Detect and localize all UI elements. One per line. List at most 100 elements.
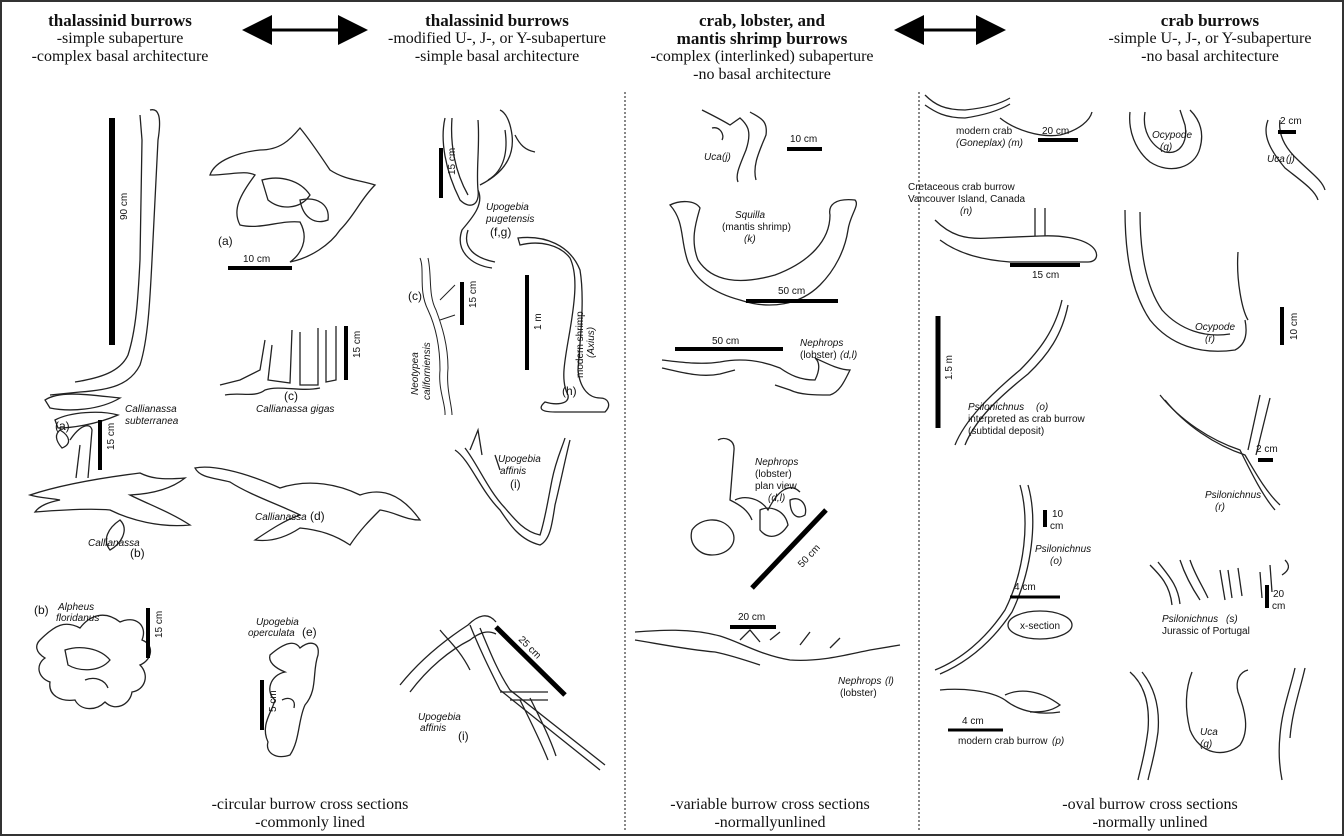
label-5cm: 5 cm [268, 690, 279, 712]
label-xsection: x-section [1020, 621, 1060, 632]
label-lobster-2: (lobster) [755, 469, 792, 480]
label-callianassa-subterranea-2: subterranea [125, 416, 179, 427]
label-upogebia-pug-2: pugetensis [485, 214, 534, 225]
label-a1: (a) [55, 419, 70, 433]
label-20cm-neph: 20 cm [738, 612, 765, 623]
label-dl: (d,l) [840, 350, 857, 361]
nephrops-dl-burrow [662, 358, 850, 395]
nephrops-l-burrow [635, 630, 900, 665]
label-e: (e) [302, 625, 317, 639]
label-ocypode-r: Ocypode [1195, 322, 1235, 333]
label-alpheus-2: floridanus [56, 613, 99, 624]
label-15cm-cret: 15 cm [1032, 270, 1059, 281]
label-1m: 1 m [533, 313, 544, 330]
label-neotypea-2: californiensis [422, 342, 433, 400]
label-cm: cm [1050, 521, 1063, 532]
label-psilo-s: Psilonichnus [1162, 614, 1218, 625]
label-50cm-sq: 50 cm [778, 286, 805, 297]
label-b2: (b) [34, 603, 49, 617]
label-plan-view: plan view [755, 481, 797, 492]
label-psilo-o2: Psilonichnus [1035, 544, 1091, 555]
label-10cm-a: 10 cm [243, 254, 270, 265]
label-lobster-dl: (lobster) [800, 350, 837, 361]
label-15cm-ug: 15 cm [447, 148, 458, 175]
label-10: 10 [1052, 509, 1064, 520]
label-2cm-b: 2 cm [1256, 444, 1278, 455]
label-4cm: 4 cm [1014, 582, 1036, 593]
label-j: (j) [722, 152, 731, 163]
label-15cm-neo: 15 cm [468, 281, 479, 308]
label-m: (m) [1008, 138, 1023, 149]
label-axius: (Axius) [586, 327, 597, 358]
label-n: (n) [960, 206, 972, 217]
label-ocypode-q: Ocypode [1152, 130, 1192, 141]
nephrops-plan-view-burrow [691, 438, 805, 555]
label-uca-j: Uca [704, 152, 722, 163]
label-nephrops-3: Nephrops [838, 676, 881, 687]
label-r: (r) [1205, 334, 1215, 345]
label-c: (c) [284, 389, 298, 403]
label-d: (d) [310, 509, 325, 523]
label-upogebia-op-1: Upogebia [256, 617, 299, 628]
label-modern-crab-burrow: modern crab burrow [958, 736, 1048, 747]
upogebia-affinis-lower-burrow [400, 616, 605, 770]
callianassa-d-burrow [195, 467, 420, 545]
callianassa-a-burrow [210, 128, 375, 262]
label-upogebia-aff-2: affinis [500, 466, 526, 477]
modern-crab-burrow-p [940, 689, 1060, 713]
label-upogebia-aff2-2: affinis [420, 723, 446, 734]
label-interp-2: (subtidal deposit) [968, 426, 1044, 437]
label-goneplax: (Goneplax) [956, 138, 1005, 149]
label-squilla: Squilla [735, 210, 765, 221]
label-50cm-diag: 50 cm [796, 543, 823, 570]
alpheus-burrow [37, 615, 151, 708]
label-callianassa-d: Callianassa [255, 512, 307, 523]
label-uca-q: Uca [1200, 727, 1218, 738]
label-nephrops-1: Nephrops [800, 338, 843, 349]
label-a2: (a) [218, 234, 233, 248]
label-lobster-3: (lobster) [840, 688, 877, 699]
label-upogebia-aff2-1: Upogebia [418, 712, 461, 723]
label-2cm: 2 cm [1280, 116, 1302, 127]
label-15cm-alph: 15 cm [154, 611, 165, 638]
label-dl2: (d,l) [768, 493, 785, 504]
label-k: (k) [744, 234, 756, 245]
label-neotypea-1: Neotypea [410, 352, 421, 395]
label-l: (l) [885, 676, 894, 687]
label-15cm-b: 15 cm [106, 423, 117, 450]
label-i2: (i) [458, 729, 469, 743]
label-20cm-crab: 20 cm [1042, 126, 1069, 137]
label-b: (b) [130, 546, 145, 560]
label-alpheus-1: Alpheus [57, 602, 94, 613]
label-o: (o) [1036, 402, 1048, 413]
label-c2: (c) [408, 289, 422, 303]
label-r2: (r) [1215, 502, 1225, 513]
label-j2: (j) [1286, 154, 1295, 165]
label-i: (i) [510, 477, 521, 491]
label-psilo-r: Psilonichnus [1205, 490, 1261, 501]
uca-q-burrows [1130, 668, 1305, 780]
label-o2: (o) [1050, 556, 1062, 567]
label-p: (p) [1052, 736, 1064, 747]
label-q2: (q) [1200, 739, 1212, 750]
label-90cm: 90 cm [119, 193, 130, 220]
label-10cm-uca: 10 cm [790, 134, 817, 145]
label-modern-crab: modern crab [956, 126, 1013, 137]
label-50cm-neph: 50 cm [712, 336, 739, 347]
label-4cm-b: 4 cm [962, 716, 984, 727]
psilonichnus-o2-burrow [935, 485, 1033, 674]
label-upogebia-aff-1: Upogebia [498, 454, 541, 465]
label-20: 20 [1273, 589, 1285, 600]
label-interp-1: interpreted as crab burrow [968, 414, 1086, 425]
label-jurassic: Jurassic of Portugal [1162, 626, 1250, 637]
callianassa-subterranea-burrow [45, 110, 160, 448]
uca-j-burrow [702, 110, 766, 182]
label-upogebia-op-2: operculata [248, 628, 295, 639]
label-h: (h) [562, 384, 577, 398]
label-psilo-1: Psilonichnus [968, 402, 1024, 413]
label-s: (s) [1226, 614, 1238, 625]
label-mantis: (mantis shrimp) [722, 222, 791, 233]
label-uca-j2: Uca [1267, 154, 1285, 165]
label-q: (q) [1160, 142, 1172, 153]
